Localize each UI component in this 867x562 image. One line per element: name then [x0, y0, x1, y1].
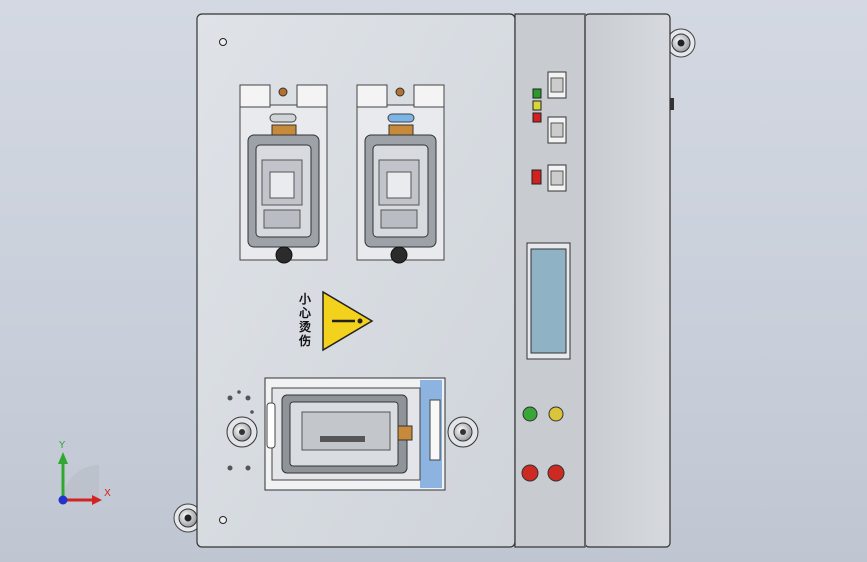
usb-connectors [547, 71, 567, 192]
fixture-station-1 [239, 84, 328, 264]
warning-text: 小 心 烫 伤 [297, 292, 313, 348]
control-buttons[interactable] [521, 406, 565, 482]
left-clamp-knob [226, 416, 258, 448]
axis-x-label: X [104, 488, 111, 499]
lcd-screen [526, 242, 571, 360]
plate-screw-holes [219, 38, 227, 524]
warning-char: 心 [298, 306, 311, 320]
side-panel [584, 13, 671, 548]
warning-char: 小 [298, 292, 311, 306]
yellow-button [548, 406, 564, 422]
warning-triangle [322, 290, 374, 352]
fixture-station-2 [356, 84, 445, 264]
axis-triad [58, 452, 102, 505]
status-indicators [531, 88, 542, 185]
bottom-fixture [264, 377, 446, 491]
side-latch [668, 98, 674, 110]
axis-y-label: Y [59, 440, 66, 451]
bottom-screws [227, 390, 254, 471]
warning-char: 烫 [298, 320, 311, 334]
right-clamp-knob [447, 416, 479, 448]
warning-char: 伤 [298, 334, 311, 348]
red-stop-button [521, 464, 539, 482]
green-start-button [522, 406, 538, 422]
caster-top-right [666, 28, 696, 58]
red-emergency-button [547, 464, 565, 482]
